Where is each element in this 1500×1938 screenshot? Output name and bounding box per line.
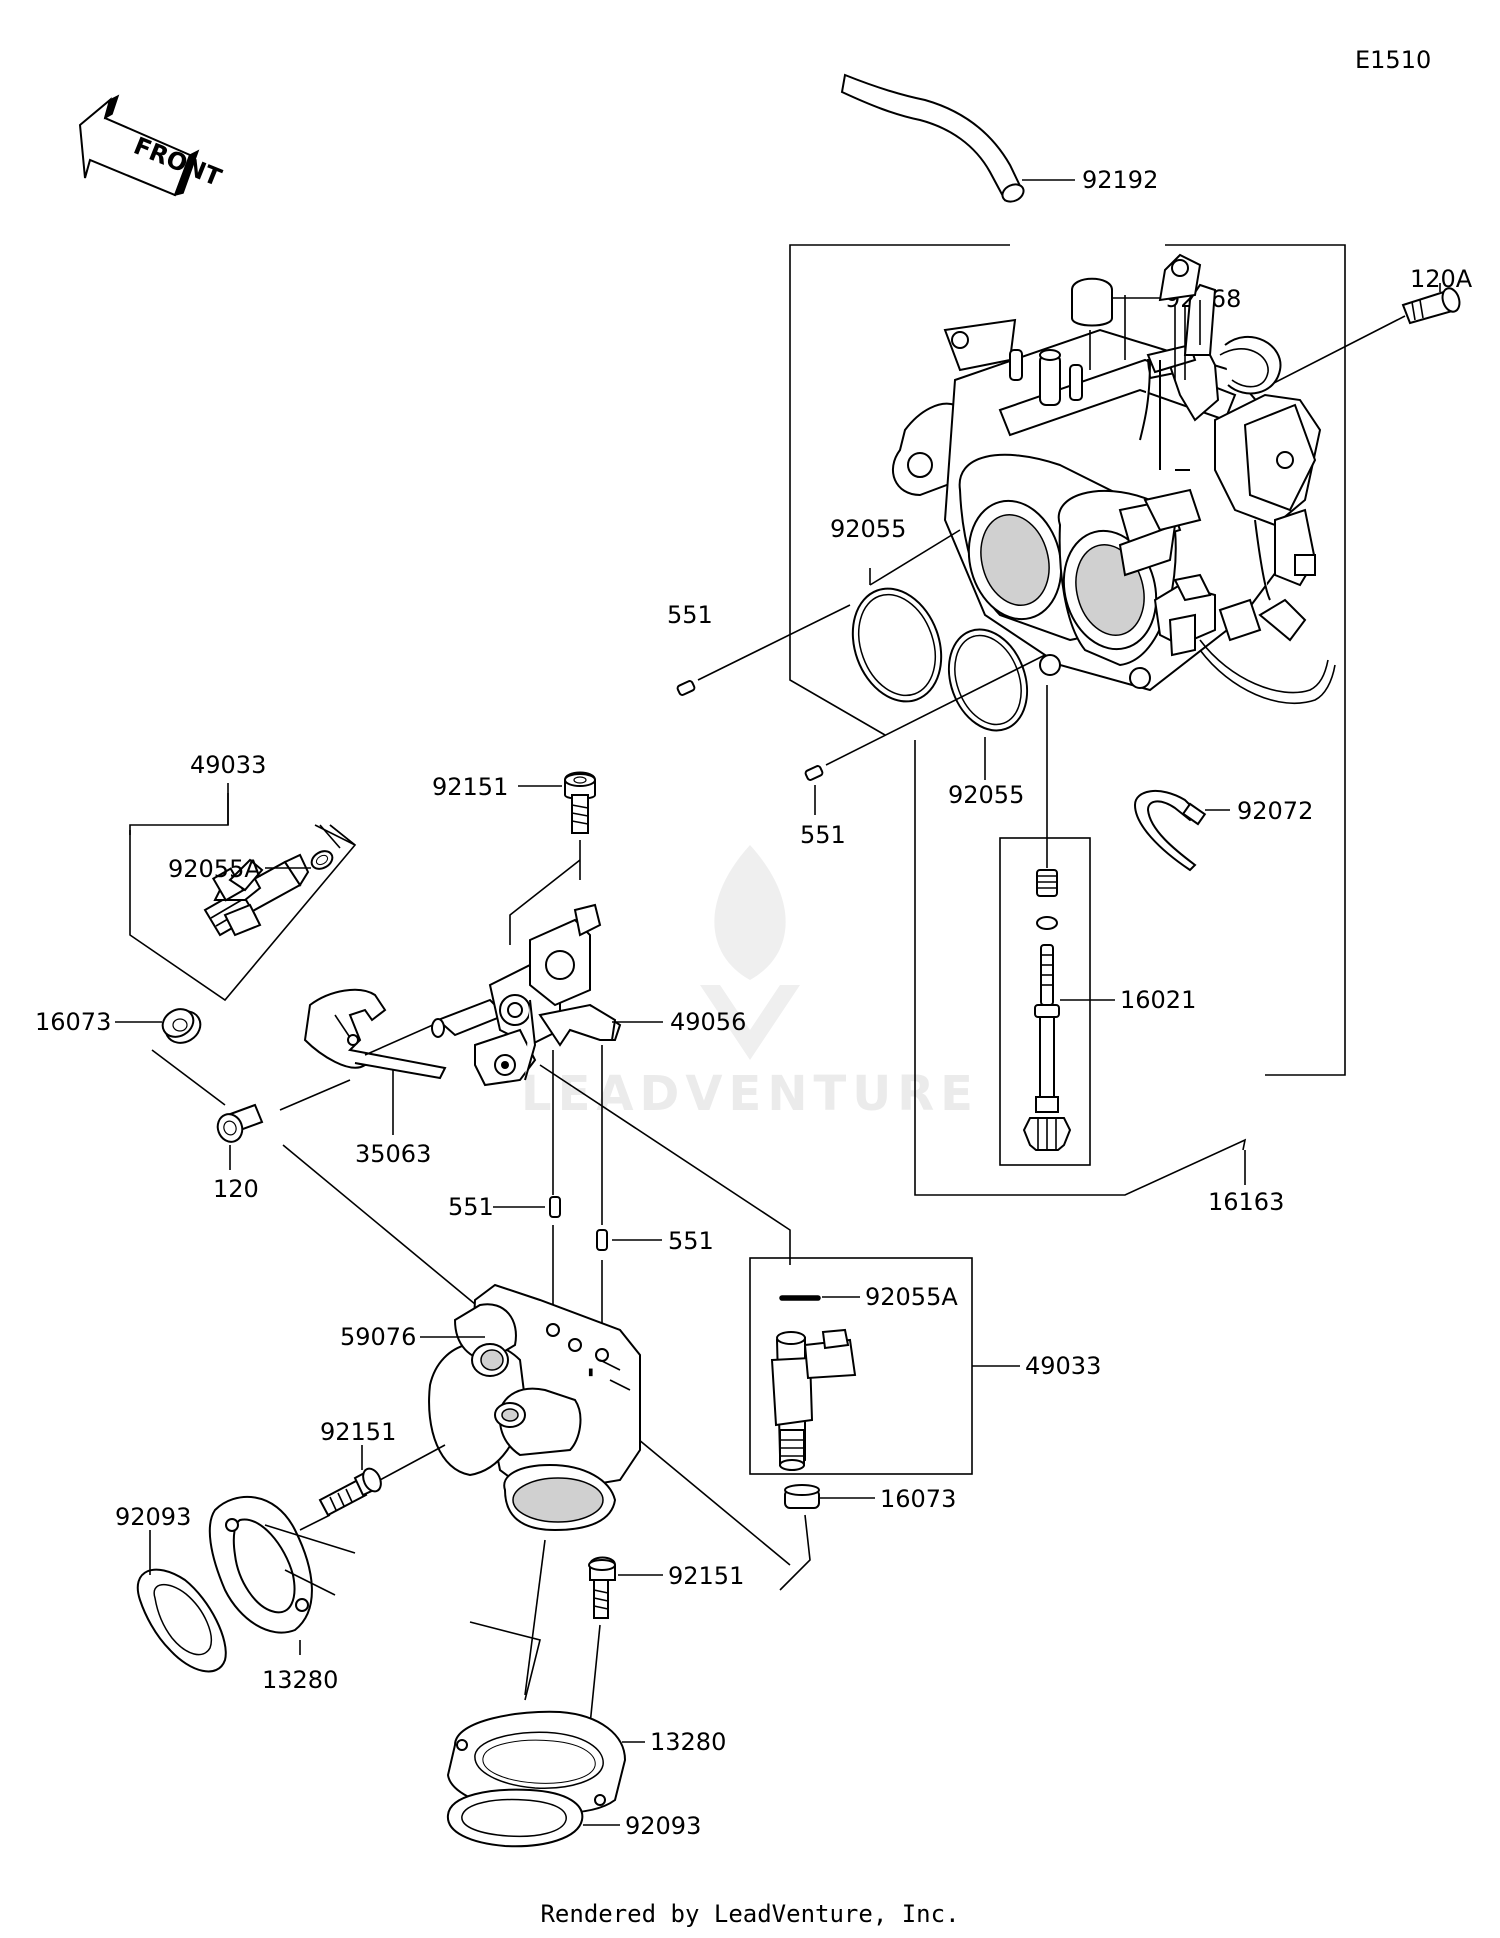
flange-13280-left bbox=[208, 1496, 313, 1634]
pin-551-b bbox=[596, 1229, 608, 1251]
bolt-92151-top bbox=[564, 771, 596, 834]
callout-92055A-left: 92055A bbox=[168, 855, 261, 883]
callout-35063: 35063 bbox=[355, 1140, 431, 1168]
oring-92055A-right bbox=[779, 1295, 821, 1301]
delivery-pipe-49056 bbox=[431, 903, 622, 1087]
breather-hose bbox=[840, 73, 1025, 203]
throttle-body bbox=[891, 253, 1336, 705]
cap-92068 bbox=[1071, 277, 1113, 327]
callout-92093-left: 92093 bbox=[115, 1503, 191, 1531]
diagram-code: E1510 bbox=[1355, 46, 1432, 74]
injector-right bbox=[770, 1328, 857, 1471]
idle-screw-16021 bbox=[1022, 869, 1072, 1151]
bolt-120 bbox=[216, 1103, 264, 1143]
oring-92055-a bbox=[851, 587, 943, 703]
pin-551-mid bbox=[804, 765, 824, 781]
front-arrow: FRONT bbox=[78, 94, 226, 197]
seal-16073-left bbox=[161, 1008, 202, 1044]
callout-92192: 92192 bbox=[1082, 166, 1158, 194]
callout-92055-top: 92055 bbox=[830, 515, 906, 543]
footer-credit: Rendered by LeadVenture, Inc. bbox=[540, 1900, 960, 1928]
pin-551-top bbox=[676, 680, 696, 696]
callout-16163: 16163 bbox=[1208, 1188, 1284, 1216]
callout-92151-mid: 92151 bbox=[320, 1418, 396, 1446]
callout-92072: 92072 bbox=[1237, 797, 1313, 825]
watermark-text: LEADVENTURE bbox=[521, 1066, 979, 1122]
clamp-92072 bbox=[1133, 789, 1207, 872]
callout-16073-right: 16073 bbox=[880, 1485, 956, 1513]
callout-551-top: 551 bbox=[667, 601, 713, 629]
callout-13280-right: 13280 bbox=[650, 1728, 726, 1756]
callout-49033-left: 49033 bbox=[190, 751, 266, 779]
callout-92151-low: 92151 bbox=[668, 1562, 744, 1590]
bolt-92151-low bbox=[588, 1556, 616, 1619]
bolt-120A bbox=[1401, 287, 1461, 325]
callout-13280-left: 13280 bbox=[262, 1666, 338, 1694]
callout-120A: 120A bbox=[1410, 265, 1473, 293]
seal-16073-right bbox=[784, 1484, 820, 1509]
callout-92151-top: 92151 bbox=[432, 773, 508, 801]
callout-16021: 16021 bbox=[1120, 986, 1196, 1014]
svg-text:▮: ▮ bbox=[588, 1367, 594, 1378]
callout-551-mid: 551 bbox=[800, 821, 846, 849]
flange-13280-right bbox=[446, 1710, 627, 1814]
box-16021 bbox=[999, 837, 1091, 1166]
watermark: LEADVENTURE bbox=[521, 845, 979, 1122]
callout-551-a: 551 bbox=[448, 1193, 494, 1221]
callout-59076: 59076 bbox=[340, 1323, 416, 1351]
callout-49056: 49056 bbox=[670, 1008, 746, 1036]
callout-92055-mid: 92055 bbox=[948, 781, 1024, 809]
bracket-35063 bbox=[303, 988, 447, 1080]
injector-left bbox=[203, 853, 310, 937]
bolt-92151-mid bbox=[318, 1467, 382, 1517]
seal-92093-right bbox=[446, 1788, 584, 1848]
seal-92093-left bbox=[136, 1568, 227, 1673]
callout-16073-left: 16073 bbox=[35, 1008, 111, 1036]
oring-92055A-left bbox=[310, 850, 334, 870]
callout-92055A-right: 92055A bbox=[865, 1283, 958, 1311]
intake-59076: ▮ bbox=[428, 1283, 641, 1532]
pin-551-a bbox=[549, 1196, 561, 1218]
callout-551-b: 551 bbox=[668, 1227, 714, 1255]
callout-49033-right: 49033 bbox=[1025, 1352, 1101, 1380]
callout-92093-right: 92093 bbox=[625, 1812, 701, 1840]
callout-120: 120 bbox=[213, 1175, 259, 1203]
